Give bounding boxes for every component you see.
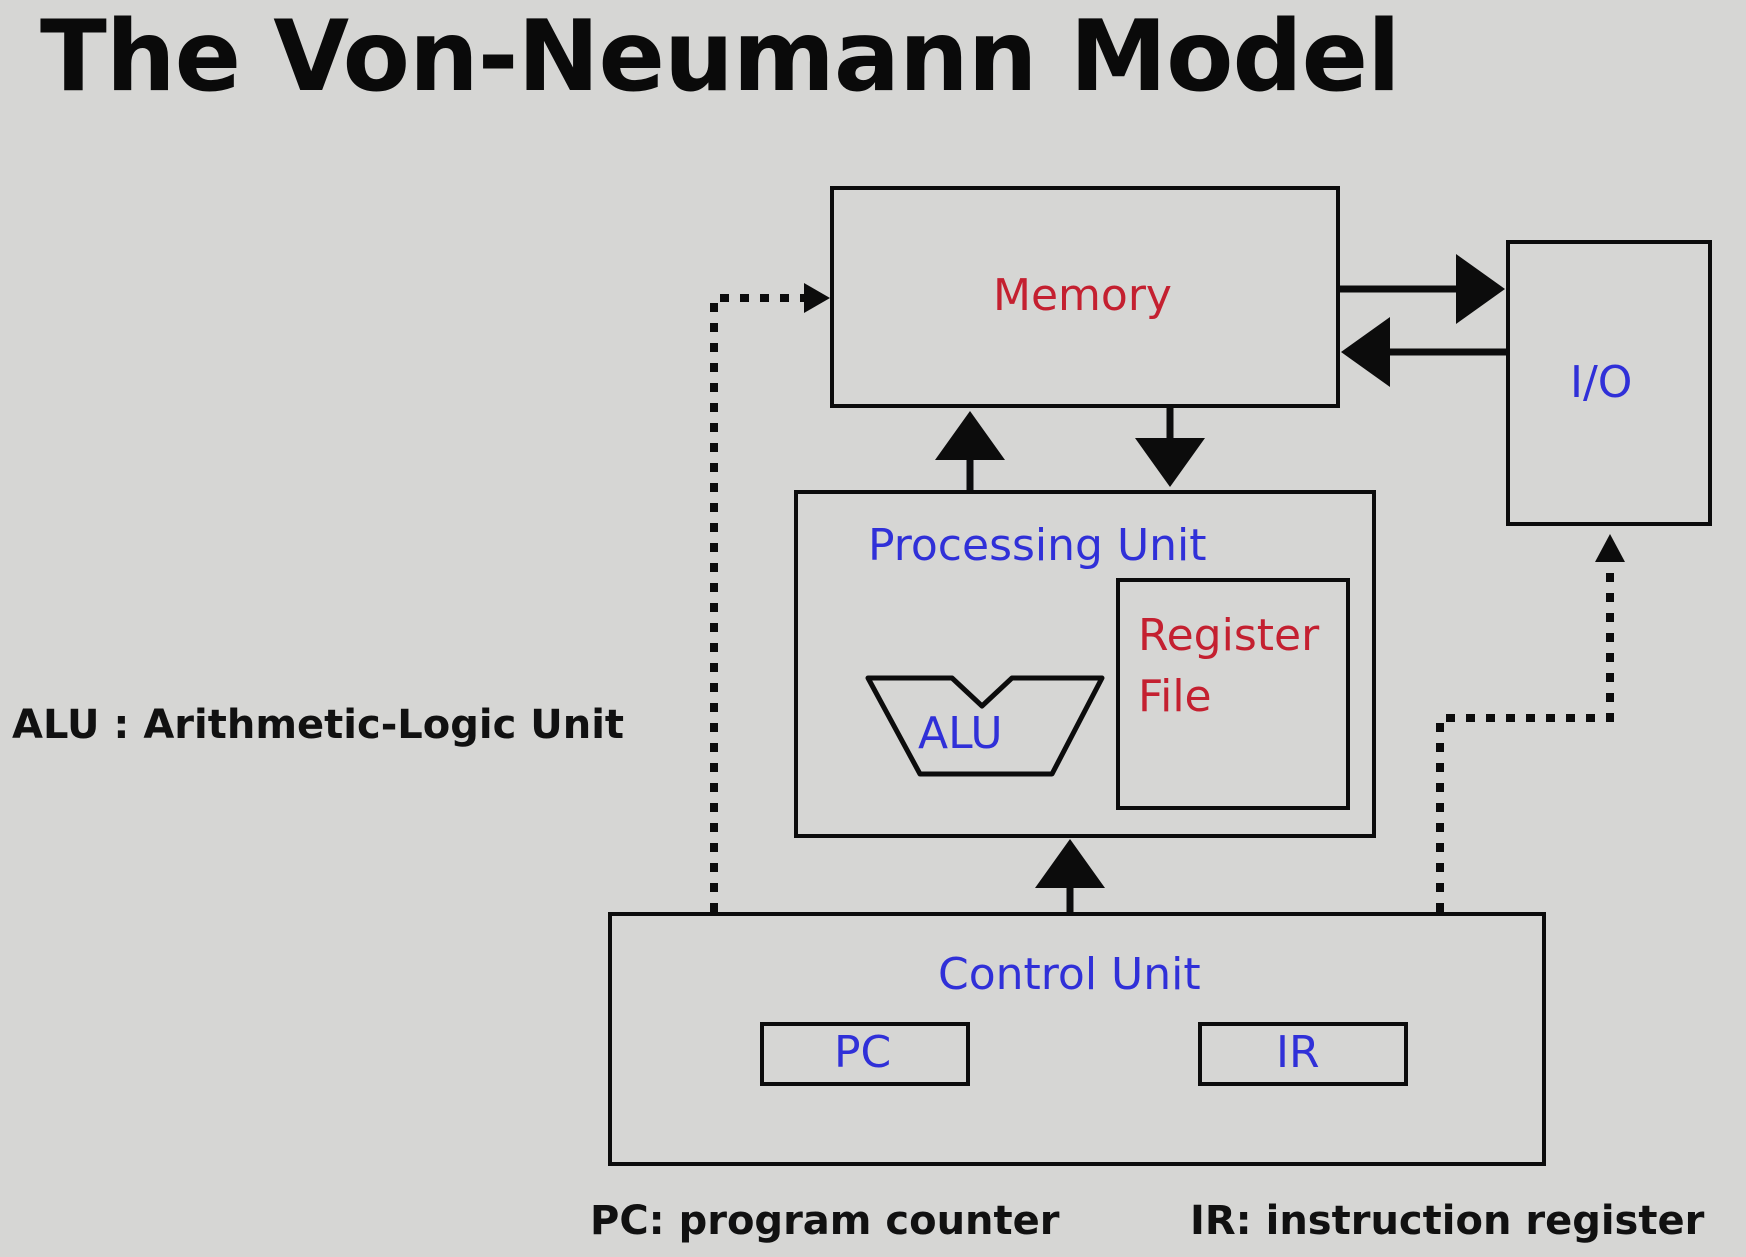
cu-to-io-dotted-arrow — [1436, 560, 1614, 912]
control-unit-label: Control Unit — [938, 949, 1201, 1000]
register-file-label-line2: File — [1138, 671, 1212, 722]
ir-definition-note: IR: instruction register — [1190, 1198, 1705, 1244]
cu-to-memory-dotted-arrow — [710, 294, 808, 912]
ir-register-block — [1198, 1022, 1408, 1086]
register-file-label-line1: Register — [1138, 610, 1320, 661]
register-file-block — [1116, 578, 1350, 810]
cu-to-io-dotted-arrowhead — [1595, 534, 1625, 562]
pc-register-label: PC — [834, 1027, 892, 1078]
alu-definition-note: ALU : Arithmetic-Logic Unit — [12, 702, 625, 748]
pc-definition-note: PC: program counter — [590, 1198, 1060, 1244]
slide-title: The Von-Neumann Model — [40, 0, 1401, 114]
cu-to-memory-dotted-arrowhead — [804, 283, 830, 313]
memory-block — [830, 186, 1340, 408]
io-block — [1506, 240, 1712, 526]
pc-register-block — [760, 1022, 970, 1086]
ir-register-label: IR — [1276, 1027, 1320, 1078]
memory-label: Memory — [993, 270, 1172, 321]
processing-unit-block — [794, 490, 1376, 838]
processing-unit-label: Processing Unit — [868, 520, 1207, 571]
control-unit-block — [608, 912, 1546, 1166]
io-label: I/O — [1570, 357, 1633, 408]
alu-shape — [865, 675, 1105, 777]
alu-label: ALU — [918, 708, 1003, 759]
